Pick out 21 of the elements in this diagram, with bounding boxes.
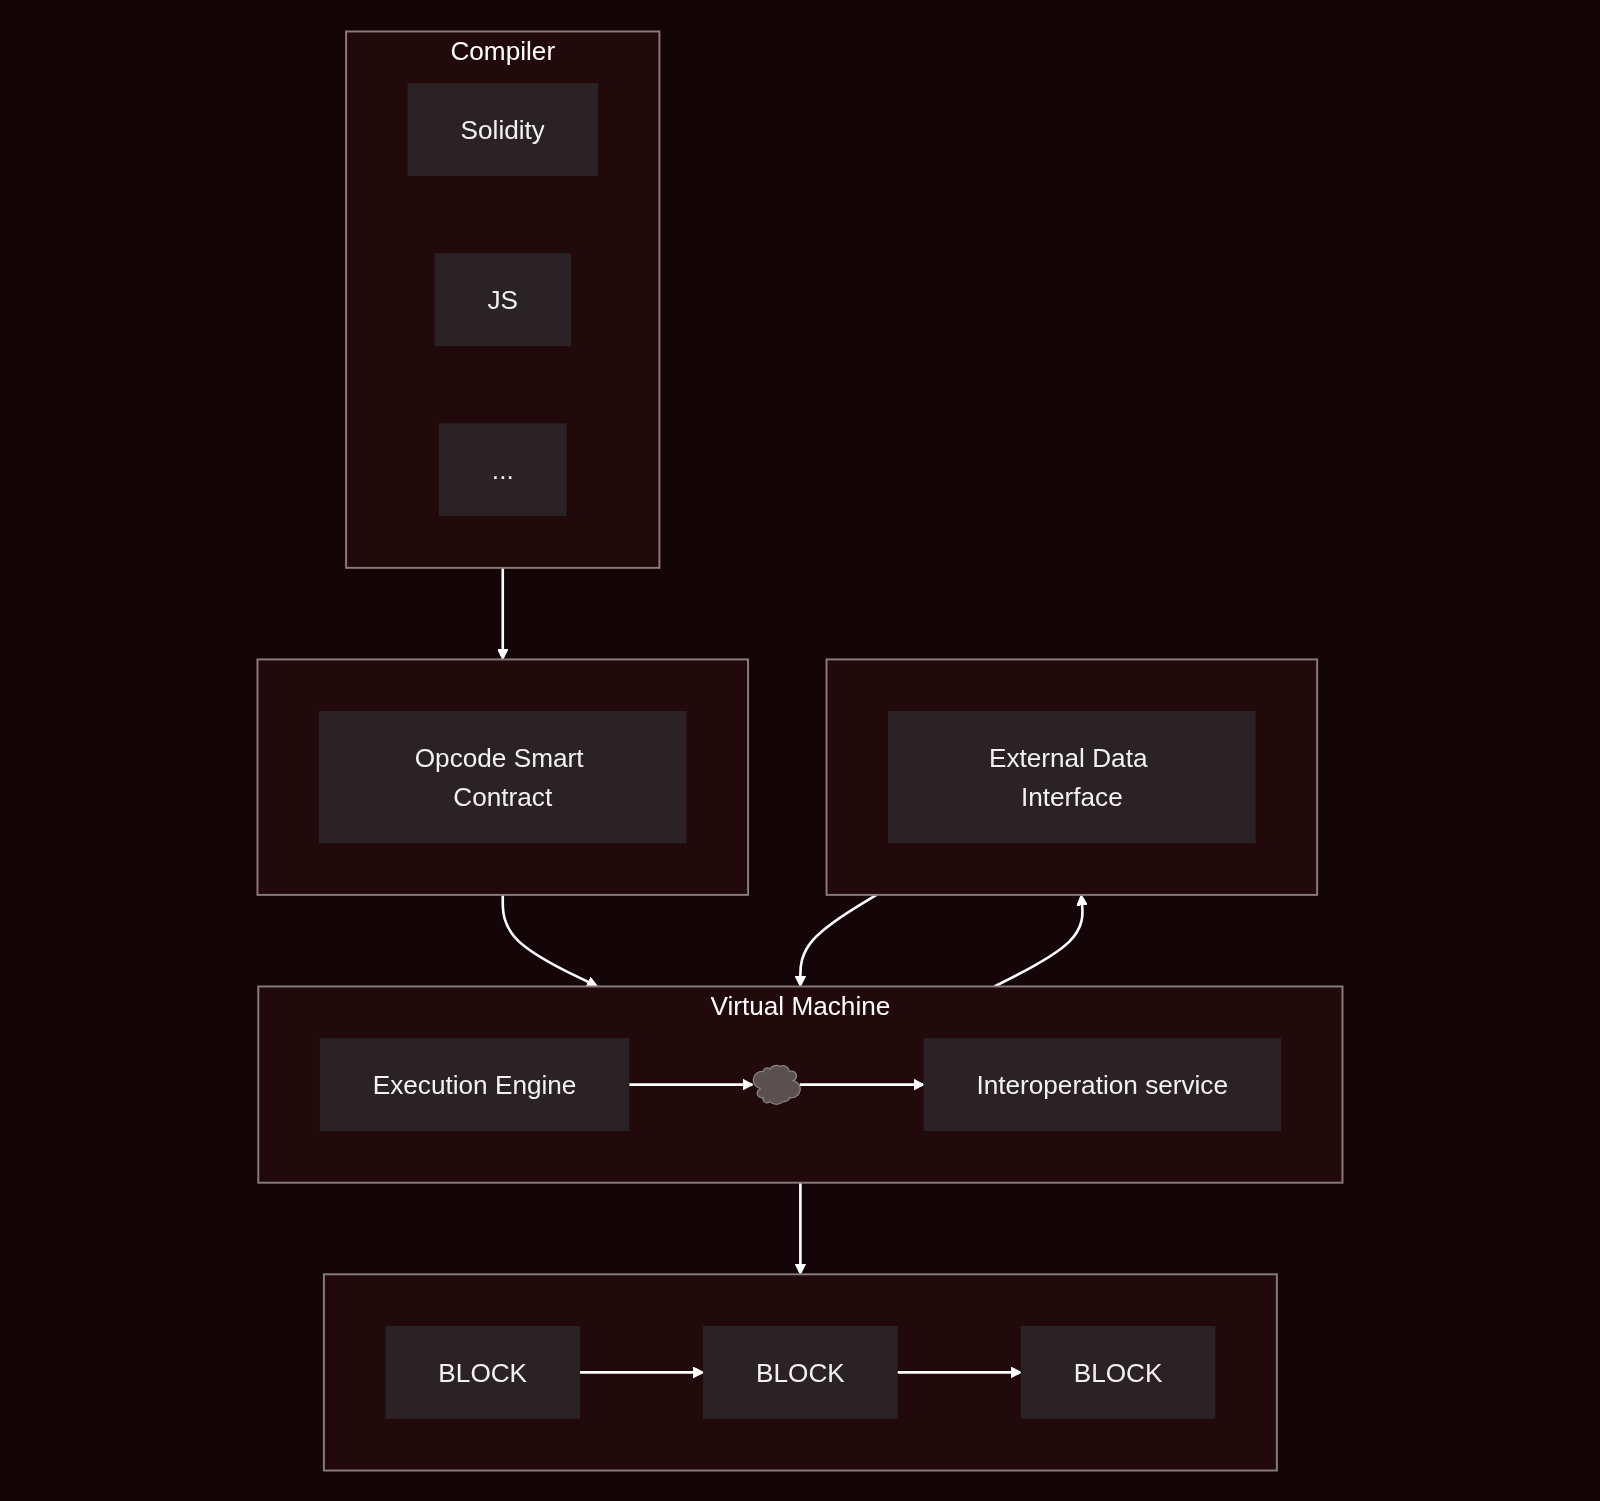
node-box: BLOCK: [703, 1325, 898, 1419]
arrow: [501, 894, 598, 987]
arrow: [897, 1366, 1022, 1378]
node-box: Opcode Smart Contract: [318, 710, 687, 843]
node-box: External Data Interface: [888, 710, 1256, 843]
node-box: Solidity: [407, 82, 598, 176]
node-cloud: [752, 1064, 801, 1105]
node-box: BLOCK: [1020, 1325, 1216, 1419]
node-box: BLOCK: [385, 1325, 581, 1419]
cluster: [322, 1272, 1278, 1471]
cluster: [825, 657, 1319, 896]
arrow: [497, 567, 509, 660]
arrow: [794, 1182, 807, 1275]
arrow: [628, 1078, 754, 1090]
node-box: JS: [434, 252, 572, 346]
node-box: Interoperation service: [923, 1037, 1281, 1131]
cluster: [256, 657, 750, 896]
arrow: [794, 893, 878, 987]
node-box: Execution Engine: [319, 1037, 630, 1131]
arrow: [799, 1078, 925, 1090]
node-box: ...: [438, 422, 567, 516]
